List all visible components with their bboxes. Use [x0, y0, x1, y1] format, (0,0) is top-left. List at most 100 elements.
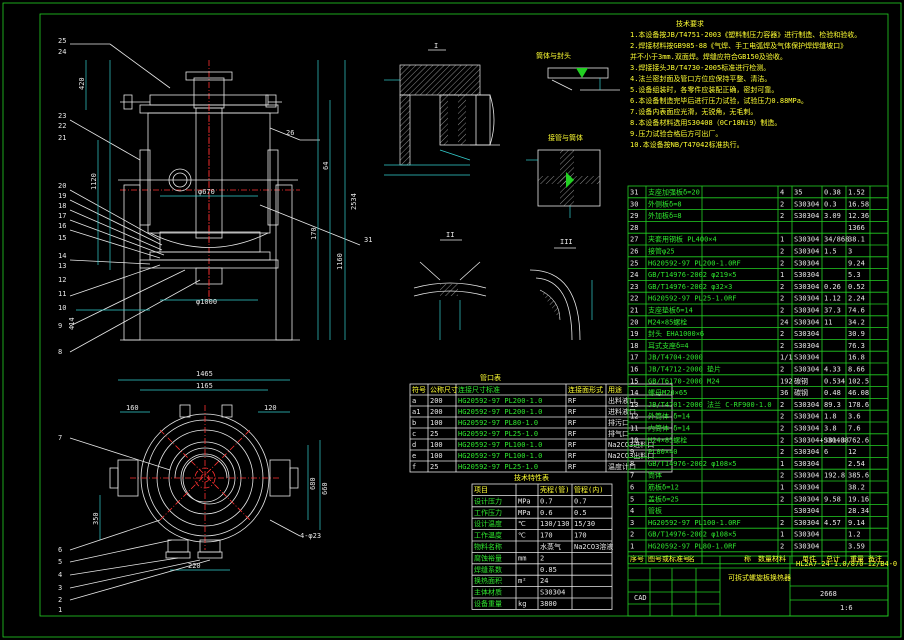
- parts-cell: 3: [630, 519, 634, 527]
- note-line-9: 8.本设备材料选用S30408（0Cr18Ni9）制造。: [630, 118, 781, 127]
- parts-cell: S30304: [794, 248, 819, 256]
- spec-cell: 焊缝系数: [474, 565, 502, 574]
- parts-cell: S30304: [794, 495, 819, 503]
- leader-3: 3: [58, 584, 62, 592]
- parts-cell: 76.3: [848, 342, 865, 350]
- parts-cell: 762.6: [848, 436, 869, 444]
- parts-cell: 9.58: [824, 495, 841, 503]
- spec-cell: 0.7: [540, 497, 553, 505]
- parts-cell: 37.3: [824, 307, 841, 315]
- detail-a-title: 筒体与封头: [536, 51, 571, 60]
- dim-170: 170: [310, 227, 318, 240]
- leader-23: 23: [58, 112, 66, 120]
- parts-cell: 2: [780, 448, 784, 456]
- note-line-2: 2.焊接材料按GB985-88《气焊、手工电弧焊及气体保护焊焊缝坡口》: [630, 41, 847, 50]
- parts-cell: 16.8: [848, 354, 865, 362]
- parts-cell: 1366: [848, 224, 865, 232]
- parts-cell: S30304: [794, 271, 819, 279]
- nozzle-header-cell: 连接面形式: [568, 385, 603, 394]
- detail-b-weld: 接管与筒体: [526, 133, 601, 218]
- parts-cell: 1.12: [824, 295, 841, 303]
- dim-1165: 1165: [196, 382, 213, 390]
- leader-25: 25: [58, 37, 66, 45]
- parts-cell: 102.5: [848, 377, 869, 385]
- nozzle-header-cell: 符号: [412, 385, 426, 394]
- parts-cell: 碳钢: [794, 388, 808, 397]
- parts-cell: 内筒体 δ=14: [648, 424, 690, 433]
- parts-cell: 0.3: [824, 200, 837, 208]
- nozzle-cell: 200: [430, 397, 443, 405]
- parts-cell: S30304: [794, 236, 819, 244]
- parts-cell: S30304+S30408: [794, 436, 849, 444]
- parts-cell: 30.9: [848, 330, 865, 338]
- parts-cell: S30304: [794, 366, 819, 374]
- parts-cell: JB/T4701-2000 法兰 C-RF900-1.0: [648, 400, 772, 409]
- parts-cell: JB/T4704-2000: [648, 354, 703, 362]
- parts-cell: 4.57: [824, 519, 841, 527]
- parts-cell: S30304: [794, 330, 819, 338]
- dim-420: 420: [78, 77, 86, 90]
- parts-cell: 11: [630, 425, 638, 433]
- parts-cell: 4: [780, 189, 784, 197]
- total-weight: 2668: [820, 590, 837, 598]
- parts-cell: 0.534: [824, 377, 845, 385]
- nozzle-table-title: 管口表: [480, 373, 501, 382]
- nozzle-cell: a: [412, 397, 416, 405]
- parts-cell: 28.34: [848, 507, 869, 515]
- nozzle-cell: RF: [568, 430, 576, 438]
- dim-350: 350: [92, 512, 100, 525]
- parts-cell: 封头 EHA1000×6: [648, 329, 704, 338]
- parts-cell: 2: [780, 425, 784, 433]
- parts-cell: 螺母M20×65: [648, 388, 687, 397]
- spec-cell: 工作温度: [474, 531, 502, 540]
- spec-cell: 170: [574, 532, 587, 540]
- parts-cell: 3.8: [824, 425, 837, 433]
- parts-cell: 1: [780, 271, 784, 279]
- nozzle-cell: 进料液口: [608, 407, 636, 416]
- parts-cell: 3: [848, 248, 852, 256]
- parts-cell: 17: [630, 354, 638, 362]
- detail-pipe-section: 筒体与封头: [536, 51, 620, 91]
- spec-header-cell: 壳程(管): [540, 485, 569, 494]
- spec-cell: 设备重量: [474, 599, 502, 608]
- parts-cell: S30304: [794, 484, 819, 492]
- leader-5: 5: [58, 558, 62, 566]
- dim-1160: 1160: [336, 253, 344, 270]
- parts-cell: S30304: [794, 519, 819, 527]
- nozzle-cell: 25: [430, 463, 438, 471]
- note-line-3: 并不小于3mm.双面焊。焊缝应符合GB150及验收。: [630, 52, 787, 61]
- parts-cell: S30304: [794, 259, 819, 267]
- parts-cell: 14: [630, 389, 638, 397]
- parts-cell: 1/1: [780, 354, 793, 362]
- parts-cell: PL80×40: [648, 448, 678, 456]
- nozzle-header-cell: 连接尺寸标准: [458, 385, 500, 394]
- parts-cell: S30304: [794, 460, 819, 468]
- parts-header-cell: 备注: [868, 554, 882, 563]
- dim-160: 160: [126, 404, 139, 412]
- parts-cell: 5: [630, 495, 634, 503]
- parts-cell: 25: [630, 259, 638, 267]
- parts-header-cell: 名: [688, 554, 695, 563]
- parts-cell: 2: [780, 330, 784, 338]
- parts-cell: S30304: [794, 295, 819, 303]
- nozzle-cell: 200: [430, 408, 443, 416]
- nozzle-cell: RF: [568, 441, 576, 449]
- nozzle-cell: Na2CO3进料口: [608, 440, 654, 449]
- spec-cell: ℃: [518, 520, 526, 528]
- dim-2534: 2534: [350, 193, 358, 210]
- parts-cell: HG20592-97 PL25-1.0RF: [648, 295, 737, 303]
- note-line-6: 5.设备组装时，各零件应装配正确，密封可靠。: [630, 85, 778, 94]
- parts-cell: 24: [780, 318, 788, 326]
- parts-cell: 支座加强板δ=20: [648, 188, 700, 197]
- leader-17: 17: [58, 212, 66, 220]
- parts-cell: 2: [780, 495, 784, 503]
- parts-cell: S30304: [794, 283, 819, 291]
- parts-cell: 1: [630, 543, 634, 551]
- note-line-4: 3.焊接接头JB/T4730-2005标准进行检测。: [630, 63, 770, 72]
- detail-II-label: II: [446, 231, 454, 239]
- nozzle-cell: c: [412, 430, 416, 438]
- detail-III-label: III: [560, 238, 573, 246]
- parts-cell: HG20592-97 PL80-1.0RF: [648, 543, 737, 551]
- detail-II: II: [413, 231, 487, 340]
